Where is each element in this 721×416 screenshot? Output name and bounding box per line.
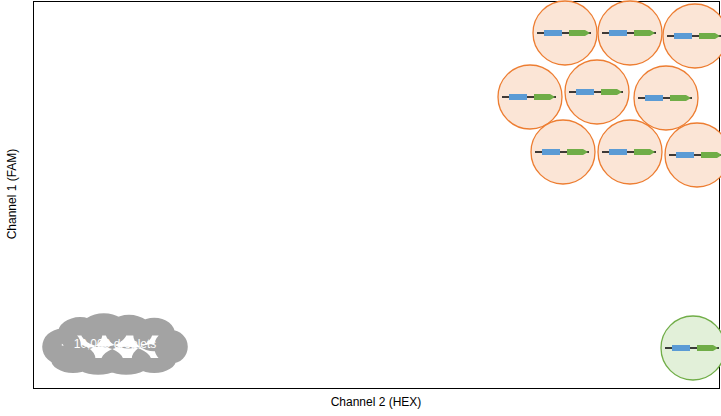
strand-arrow	[550, 94, 555, 100]
probe-site-fam	[509, 94, 527, 100]
probe-site-fam	[609, 30, 627, 36]
probe-site-hex	[697, 345, 713, 351]
probe-site-hex	[701, 152, 717, 158]
x-axis-label: Channel 2 (HEX)	[331, 395, 422, 409]
strand-arrow	[617, 89, 622, 95]
probe-site-hex	[634, 30, 650, 36]
droplet-outline	[634, 66, 698, 130]
droplet-cloud: 10,000 droplets	[45, 316, 185, 372]
strand-arrow	[686, 95, 691, 101]
probe-site-fam	[542, 149, 560, 155]
droplet-outline	[665, 123, 721, 187]
probe-site-fam	[645, 95, 663, 101]
plot-frame	[34, 2, 720, 389]
droplet	[663, 4, 721, 68]
droplet-outline	[663, 4, 721, 68]
probe-site-hex	[567, 149, 583, 155]
probe-site-hex	[670, 95, 686, 101]
strand-arrow	[585, 30, 590, 36]
probe-site-fam	[544, 30, 562, 36]
droplet-outline	[533, 1, 597, 65]
droplet-outline	[531, 120, 595, 184]
strand-arrow	[715, 33, 720, 39]
droplet-outline	[565, 60, 629, 124]
droplet-outline	[661, 316, 721, 380]
probe-site-fam	[676, 152, 694, 158]
probe-site-fam	[609, 149, 627, 155]
strand-arrow	[713, 345, 718, 351]
droplet-outline	[598, 1, 662, 65]
cloud-label: 10,000 droplets	[74, 337, 157, 351]
cloud-fill	[42, 313, 188, 375]
droplet	[498, 65, 562, 129]
droplet	[533, 1, 597, 65]
probe-site-fam	[674, 33, 692, 39]
probe-site-fam	[576, 89, 594, 95]
probe-site-hex	[569, 30, 585, 36]
probe-site-hex	[534, 94, 550, 100]
droplet	[598, 1, 662, 65]
droplet	[531, 120, 595, 184]
droplet	[634, 66, 698, 130]
probe-site-hex	[634, 149, 650, 155]
droplet-outline	[498, 65, 562, 129]
strand-arrow	[650, 30, 655, 36]
strand-arrow	[583, 149, 588, 155]
droplet	[565, 60, 629, 124]
probe-site-fam	[672, 345, 690, 351]
strand-arrow	[650, 149, 655, 155]
droplet-outline	[598, 120, 662, 184]
probe-site-hex	[699, 33, 715, 39]
droplet-group	[498, 1, 721, 380]
droplet	[661, 316, 721, 380]
strand-arrow	[717, 152, 721, 158]
probe-site-hex	[601, 89, 617, 95]
y-axis-label: Channel 1 (FAM)	[5, 149, 19, 240]
droplet	[665, 123, 721, 187]
droplet	[598, 120, 662, 184]
